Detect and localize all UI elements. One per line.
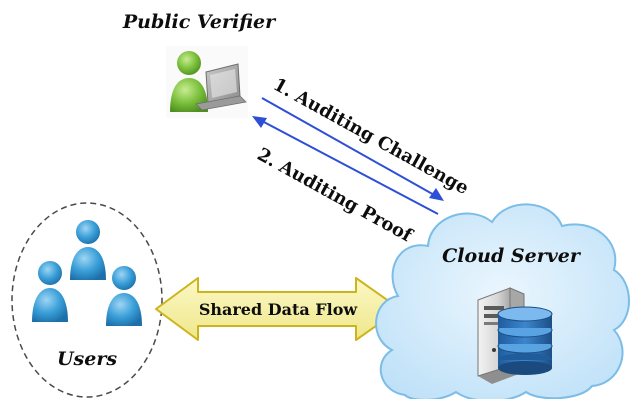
users-label: Users (57, 348, 117, 370)
users-group: Users (11, 202, 163, 398)
cloud-server-label: Cloud Server (442, 245, 582, 267)
database-icon (497, 306, 553, 375)
person-laptop-icon (166, 46, 248, 118)
auditing-arrows (252, 97, 444, 215)
shared-data-flow-arrow: Shared Data Flow (155, 277, 401, 341)
shared-data-flow-label: Shared Data Flow (199, 300, 359, 319)
users-group-icon (32, 220, 142, 326)
public-verifier-label: Public Verifier (122, 11, 277, 33)
